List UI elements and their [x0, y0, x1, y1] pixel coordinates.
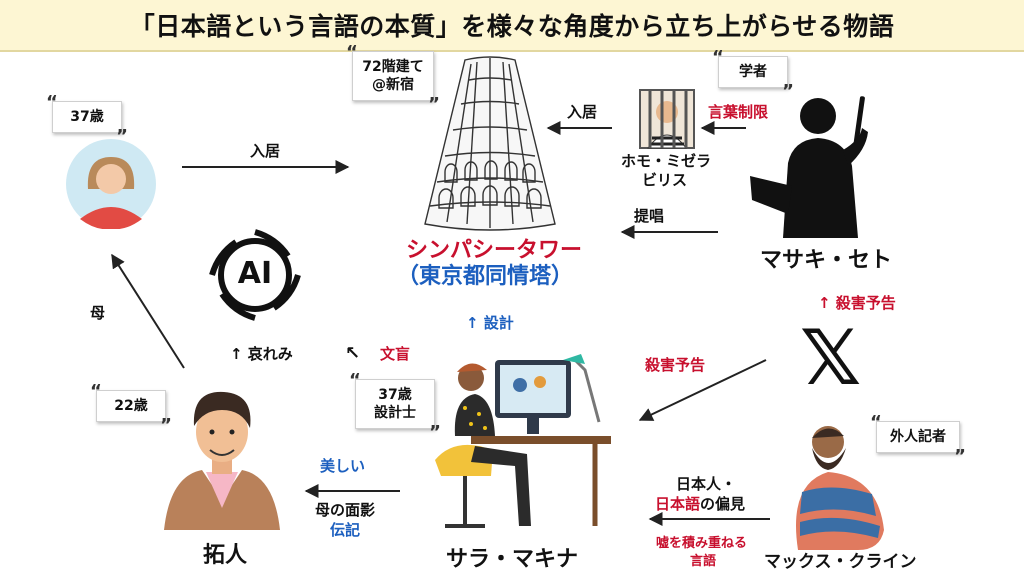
max-name: マックス・クライン	[764, 552, 917, 572]
label-mother-image: 母の面影	[315, 501, 376, 519]
label-pity: ↑ 哀れみ	[230, 345, 293, 363]
tower-name: シンパシータワー	[406, 238, 583, 263]
tag-journalist: “外人記者”	[870, 412, 966, 467]
tag-age-sara-text: 37歳	[378, 387, 412, 403]
homo-label-line2: ビリス	[642, 171, 688, 189]
mother-avatar	[66, 139, 156, 230]
label-kill-notice-up: ↑ 殺害予告	[818, 294, 896, 312]
tower-illustration	[395, 52, 585, 234]
label-lies-line2: 言語	[690, 554, 717, 569]
arrow-x-to-sara	[638, 359, 767, 421]
label-language-restriction: 言葉制限	[708, 103, 769, 121]
tag-floors-text: 72階建て	[362, 59, 424, 75]
tag-job-sara-text: 設計士	[374, 405, 416, 421]
scholar-silhouette	[748, 88, 878, 238]
label-design: ↑ 設計	[466, 312, 514, 333]
label-mother: 母	[90, 304, 106, 322]
label-lies-line1: 嘘を積み重ねる	[656, 536, 748, 551]
page-title: 「日本語という言語の本質」を様々な角度から立ち上がらせる物語	[129, 12, 895, 41]
tag-age-son-text: 22歳	[114, 398, 148, 414]
masaki-name: マサキ・セト	[760, 248, 893, 273]
label-beautiful: 美しい	[320, 457, 366, 475]
label-homo-move-in: 入居	[567, 103, 598, 121]
tag-location-text: @新宿	[372, 77, 414, 93]
label-biography: 伝記	[330, 521, 361, 539]
prisoner-icon	[638, 88, 696, 150]
tag-age-mother-text: 37歳	[70, 109, 104, 125]
max-illustration	[788, 420, 888, 550]
sara-name: サラ・マキナ	[446, 547, 579, 572]
label-illiterate: 文盲	[380, 345, 411, 363]
tag-journalist-text: 外人記者	[890, 429, 946, 445]
tag-sara: “ 37歳 設計士 ”	[349, 370, 441, 443]
homo-label-line1: ホモ・ミゼラ	[621, 152, 712, 170]
title-banner: 「日本語という言語の本質」を様々な角度から立ち上がらせる物語	[0, 0, 1024, 52]
label-kill-notice: 殺害予告	[645, 356, 706, 374]
tag-age-mother: “37歳”	[46, 92, 128, 147]
ai-logo-text: AI	[237, 256, 273, 291]
takuto-illustration	[162, 380, 282, 530]
label-advocate: 提唱	[634, 207, 665, 225]
tower-alt-name: （東京都同情塔）	[397, 264, 574, 289]
takuto-name: 拓人	[203, 543, 248, 568]
tag-age-son: “22歳”	[90, 381, 172, 436]
tag-scholar: “学者”	[712, 47, 794, 102]
arrow-takuto-to-mother	[111, 253, 185, 369]
label-design-text: ↑ 設計	[466, 314, 514, 332]
label-prejudice-part1: 日本語	[655, 495, 701, 513]
tag-tower-floors: “ 72階建て @新宿 ”	[346, 42, 440, 115]
label-prejudice-part2: の偏見	[700, 495, 746, 513]
label-illiterate-arrow: ↖	[345, 343, 361, 364]
sara-illustration	[435, 350, 615, 540]
ai-logo-icon: AI	[206, 226, 304, 324]
label-prejudice-line2: 日本語の偏見	[655, 493, 745, 514]
label-mother-move-in: 入居	[250, 142, 281, 160]
x-logo-icon: 𝕏	[800, 313, 862, 402]
label-prejudice-line1: 日本人・	[676, 475, 737, 493]
tag-scholar-text: 学者	[739, 64, 767, 80]
